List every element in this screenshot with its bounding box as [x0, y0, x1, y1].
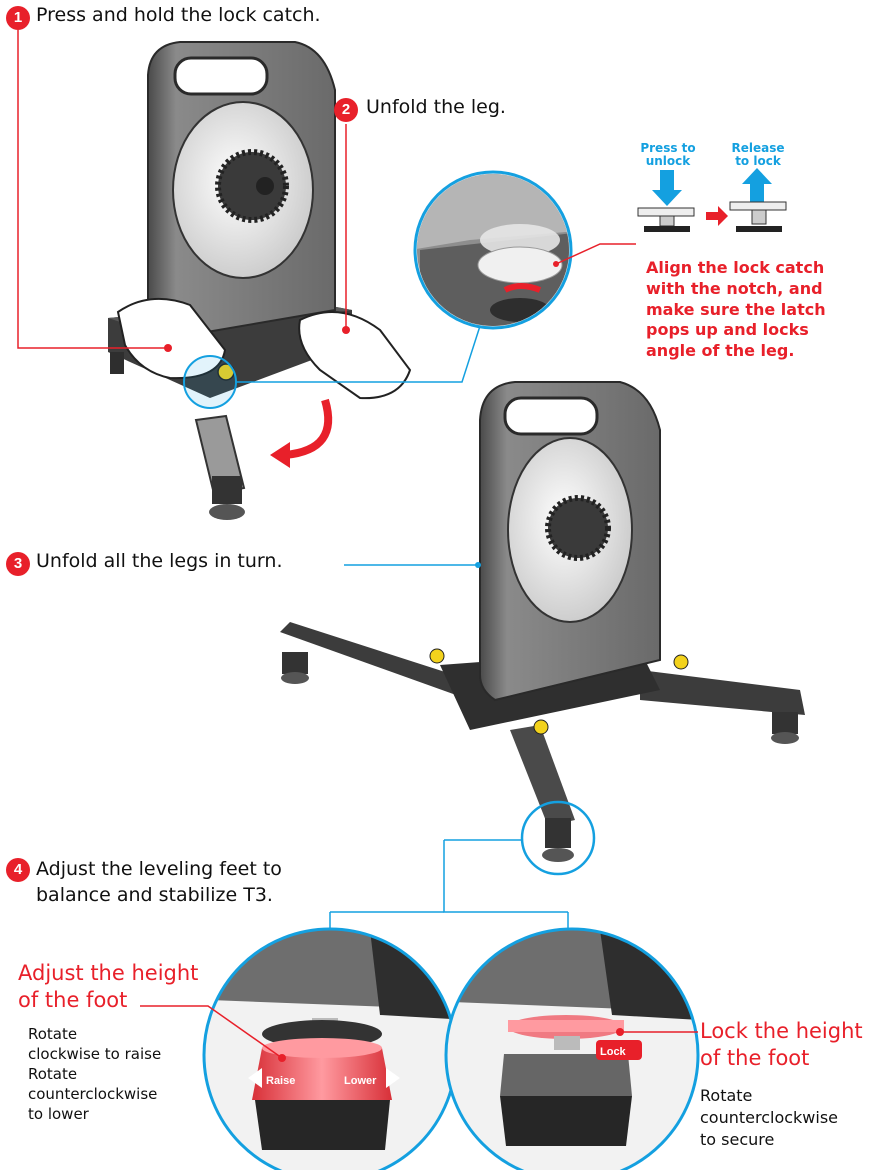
step-2-text: Unfold the leg. [366, 96, 506, 118]
step-1-text: Press and hold the lock catch. [36, 4, 321, 26]
adjust-rotate-2: Rotate [28, 1065, 78, 1083]
lock-secure: to secure [700, 1130, 775, 1149]
adjust-foot-title: Adjust the height of the foot [18, 961, 199, 1013]
step-3-badge: 3 [6, 552, 30, 576]
lock-rotate: Rotate [700, 1086, 753, 1105]
lower-label: Lower [344, 1075, 377, 1087]
raise-label: Raise [266, 1075, 295, 1087]
step-1-badge: 1 [6, 6, 30, 30]
step-4-badge: 4 [6, 858, 30, 882]
release-to-lock-label: Release to lock [731, 141, 785, 169]
step-3-text: Unfold all the legs in turn. [36, 550, 283, 572]
step-4-text: Adjust the leveling feet to balance and … [36, 858, 282, 906]
lock-foot-title: Lock the height of the foot [700, 1019, 863, 1071]
adjust-clockwise: clockwise to raise [28, 1045, 162, 1063]
lock-catch-detail [413, 170, 573, 330]
step-2-badge: 2 [334, 98, 358, 122]
adjust-rotate-1: Rotate [28, 1025, 78, 1043]
foot-lock-detail: Lock [444, 927, 700, 1170]
lock-label: Lock [600, 1046, 627, 1058]
press-release-diagram [637, 168, 787, 232]
foot-adjust-detail: Raise Lower [202, 927, 458, 1170]
trainer-folded [108, 41, 412, 520]
lock-counterclockwise: counterclockwise [700, 1108, 839, 1127]
align-note: Align the lock catch with the notch, and… [646, 258, 826, 361]
trainer-unfolded [280, 381, 805, 862]
adjust-counterclockwise: counterclockwise to lower [28, 1085, 158, 1124]
press-to-unlock-label: Press to unlock [640, 141, 696, 169]
